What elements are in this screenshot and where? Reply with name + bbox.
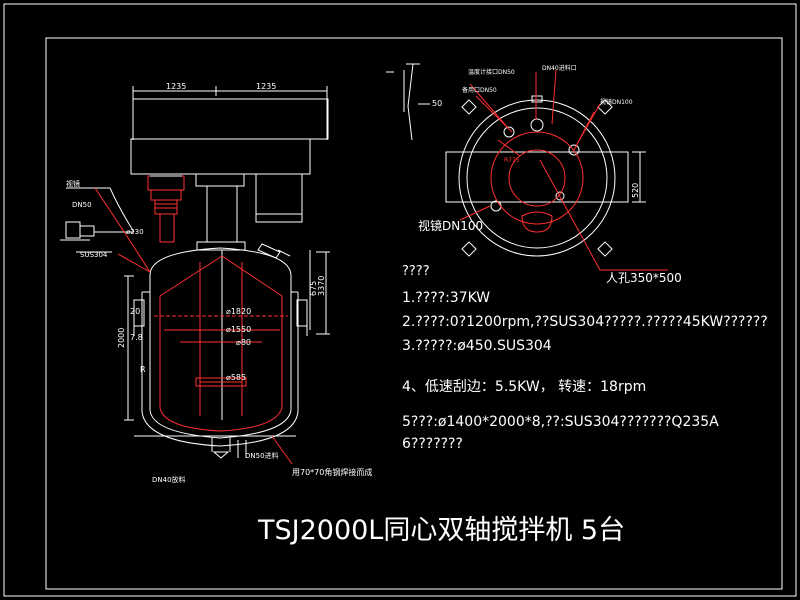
note-2: 2.????:0?1200rpm,??SUS304?????.?????45KW… [402, 314, 768, 330]
dim-d-shaft: ⌀80 [236, 338, 251, 347]
dim-d-mid: ⌀1550 [226, 325, 251, 334]
dim-left-width: 1235 [166, 82, 186, 91]
label-r: R775 [504, 157, 520, 164]
label-drain: DN40放料 [152, 475, 186, 484]
note-1: 1.????:37KW [402, 290, 491, 306]
top-view-labels: 温度计接口DN50 DN40进料口 备用口DN50 视镜DN100 R775 5… [432, 64, 633, 164]
label-angle: 50 [432, 99, 442, 108]
outer-frame [3, 3, 797, 597]
dim-d-low: ⌀585 [226, 373, 246, 382]
dim-radius: R [140, 365, 146, 374]
note-heading: ???? [402, 264, 430, 279]
label-port-b: DN40进料口 [542, 64, 577, 72]
note-3: 3.?????:ø450.SUS304 [402, 338, 552, 354]
leader-note: 用70*70角钢焊接而成 [292, 467, 372, 477]
dim-height-body: 2000 [117, 328, 126, 348]
top-view [386, 63, 668, 271]
dim-left-b: 20 [130, 307, 140, 316]
label-port-top: DN50 [72, 201, 92, 209]
drawing-title: TSJ2000L同心双轴搅拌机 5台 [258, 515, 626, 546]
label-port-d: 视镜DN100 [600, 98, 633, 106]
label-sight: 视镜 [66, 179, 80, 188]
label-outlet: DN50进料 [245, 451, 279, 460]
dim-height-total: 3370 [317, 276, 326, 296]
inner-frame [45, 37, 783, 590]
front-view [60, 86, 330, 459]
front-view-labels: 1235 1235 ⌀1820 ⌀1550 ⌀80 ⌀585 7.8 20 R … [66, 82, 372, 484]
note-6: 6??????? [402, 436, 463, 452]
dim-right-width: 1235 [256, 82, 276, 91]
label-port-a: 温度计接口DN50 [468, 68, 515, 76]
dim-d-outer: ⌀1820 [226, 307, 251, 316]
dim-left-a: 7.8 [130, 333, 143, 342]
dim-h-top: 675 [309, 281, 318, 296]
label-port-small: SUS304 [80, 251, 108, 259]
note-4: 4、低速刮边：5.5KW， 转速：18rpm [402, 379, 647, 395]
label-port-c: 备用口DN50 [462, 86, 497, 94]
label-port-e: 视镜DN100 [418, 218, 483, 233]
dim-side: 520 [631, 183, 640, 198]
note-5: 5???:ø1400*2000*8,??:SUS304???????Q235A [402, 414, 719, 430]
label-port-side: ⌀230 [126, 228, 144, 236]
label-manhole: 人孔350*500 [606, 271, 682, 285]
